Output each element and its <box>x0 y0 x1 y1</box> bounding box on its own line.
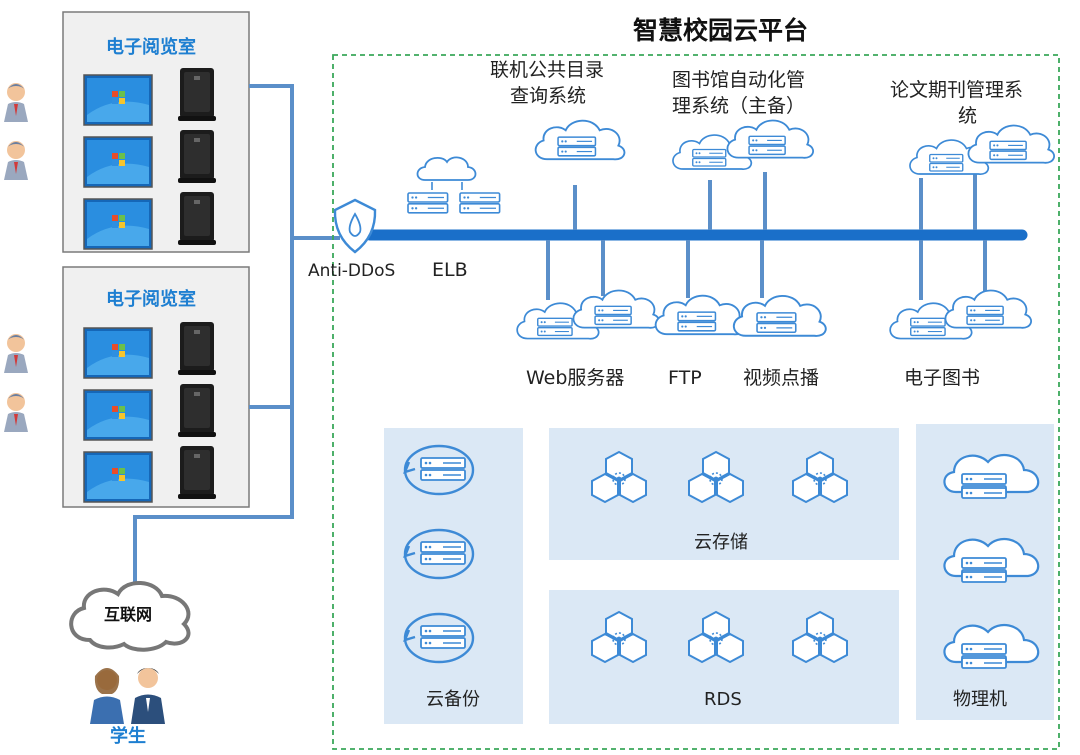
reading-room-1-label: 电子阅览室 <box>106 37 196 58</box>
platform-title: 智慧校园云平台 <box>633 16 809 45</box>
ebook-label: 电子图书 <box>904 367 981 389</box>
storage-panel-label: 云存储 <box>694 532 748 553</box>
reading-room-2-label: 电子阅览室 <box>106 289 196 310</box>
internet-cloud-icon <box>69 580 191 652</box>
network-lines <box>133 84 340 590</box>
web-server-label: Web服务器 <box>526 367 625 389</box>
students-icon <box>90 668 165 724</box>
catalog-query-label-line2: 查询系统 <box>510 85 587 107</box>
backup-panel-label: 云备份 <box>426 689 480 710</box>
journal-management-label-line2: 统 <box>958 105 978 127</box>
rds-panel-label: RDS <box>704 689 742 710</box>
web-server-cloud-icon <box>517 291 659 339</box>
video-on-demand-cloud-icon <box>734 296 826 336</box>
internet-label: 互联网 <box>104 605 153 624</box>
platform-boundary <box>332 54 1060 750</box>
library-automation-label-line1: 图书馆自动化管 <box>672 69 806 91</box>
reading-room-users <box>4 83 28 432</box>
students-label: 学生 <box>110 726 146 747</box>
journal-management-label-line1: 论文期刊管理系 <box>890 79 1024 101</box>
elb-label: ELB <box>432 259 468 281</box>
anti-ddos-label: Anti-DDoS <box>308 261 396 281</box>
catalog-query-cloud-icon <box>536 121 625 160</box>
library-automation-label-line2: 理系统（主备） <box>672 95 806 117</box>
storage-node-icons <box>591 451 848 503</box>
physical-machine-icons <box>944 455 1038 668</box>
video-on-demand-label: 视频点播 <box>743 367 820 389</box>
top-connectors <box>573 172 977 230</box>
ebook-cloud-icon <box>890 291 1031 339</box>
catalog-query-label-line1: 联机公共目录 <box>490 59 605 81</box>
bottom-connectors <box>546 240 987 300</box>
reading-room-1-devices <box>83 68 216 250</box>
library-automation-cloud-icon <box>673 121 813 170</box>
physical-panel-label: 物理机 <box>953 689 1007 710</box>
ftp-label: FTP <box>668 367 702 389</box>
elb-icon <box>407 156 501 214</box>
journal-management-cloud-icon <box>910 126 1054 175</box>
reading-room-2-devices <box>83 322 216 503</box>
ftp-cloud-icon <box>656 296 745 335</box>
anti-ddos-shield-icon <box>333 198 377 254</box>
rds-node-icons <box>591 611 848 663</box>
